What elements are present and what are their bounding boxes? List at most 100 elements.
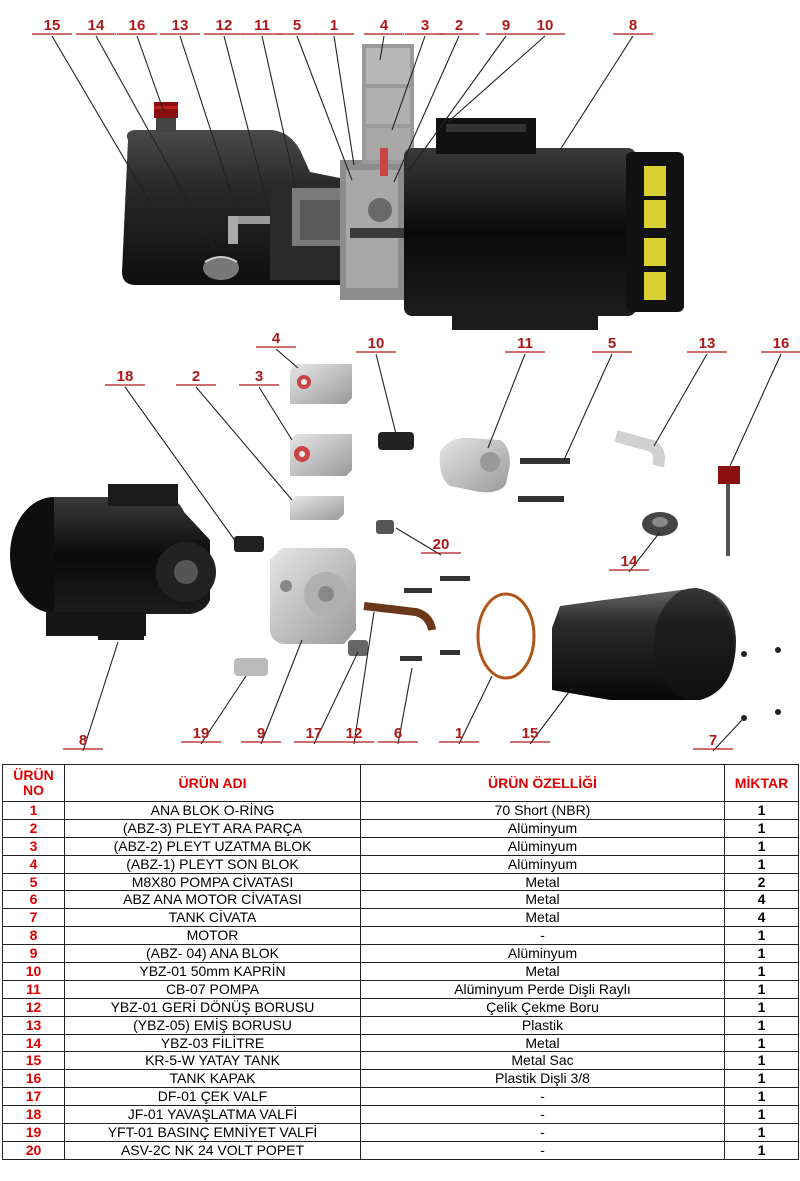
row-qty: 1: [724, 1140, 799, 1160]
callout-leader: [395, 527, 442, 556]
callout-leader: [333, 35, 355, 166]
row-qty: 1: [724, 801, 799, 820]
row-name: MOTOR: [64, 926, 361, 946]
assembled-unit: [122, 44, 684, 330]
row-name: (ABZ- 04) ANA BLOK: [64, 944, 361, 964]
return-pipe: [363, 602, 436, 631]
callout-leader: [136, 35, 165, 113]
row-name: CB-07 POMPA: [64, 979, 361, 999]
row-name: (ABZ-1) PLEYT SON BLOK: [64, 854, 361, 874]
exploded-parts: [10, 364, 781, 721]
callout-label: 19: [193, 725, 210, 742]
callout-leader: [258, 386, 293, 441]
row-qty: 1: [724, 1069, 799, 1089]
row-no: 12: [2, 997, 65, 1017]
row-spec: Alüminyum: [360, 818, 725, 838]
callout-label: 16: [129, 17, 146, 34]
plate-block-3: [290, 434, 352, 476]
row-name: TANK KAPAK: [64, 1069, 361, 1089]
callout-leader: [296, 35, 353, 181]
row-name: JF-01 YAVAŞLATMA VALFİ: [64, 1105, 361, 1125]
callout-leader: [313, 651, 359, 745]
popet-valve: [376, 520, 394, 534]
callout-label: 1: [330, 17, 338, 34]
motor-exploded: [10, 484, 216, 640]
plate-block-2: [290, 496, 344, 520]
row-qty: 1: [724, 1033, 799, 1053]
row-name: ASV-2C NK 24 VOLT POPET: [64, 1140, 361, 1160]
callout-label: 15: [522, 725, 539, 742]
row-name: (YBZ-05) EMİŞ BORUSU: [64, 1015, 361, 1035]
callout-leader: [653, 353, 708, 447]
callout-leader: [223, 35, 271, 215]
callout-label: 12: [346, 725, 363, 742]
row-name: KR-5-W YATAY TANK: [64, 1051, 361, 1071]
row-spec: Metal: [360, 962, 725, 981]
callout-label: 1: [455, 725, 463, 742]
callout-leader: [447, 35, 546, 123]
callout-label: 9: [257, 725, 265, 742]
row-spec: -: [360, 1105, 725, 1125]
callout-label: 20: [433, 536, 450, 553]
callout-leader: [529, 687, 573, 745]
row-spec: Alüminyum: [360, 836, 725, 856]
row-name: YBZ-03 FİLİTRE: [64, 1033, 361, 1053]
row-qty: 1: [724, 1087, 799, 1107]
row-spec: Alüminyum: [360, 854, 725, 874]
callout-leader: [563, 353, 613, 461]
row-qty: 1: [724, 818, 799, 838]
callout-label: 14: [88, 17, 105, 34]
row-name: (ABZ-2) PLEYT UZATMA BLOK: [64, 836, 361, 856]
callout-leader: [200, 675, 247, 745]
row-no: 7: [2, 908, 65, 928]
row-no: 18: [2, 1105, 65, 1125]
callout-leader: [353, 611, 375, 745]
header-spec: ÜRÜN ÖZELLİĞİ: [360, 764, 725, 802]
motor-body: [404, 148, 636, 316]
callout-label: 13: [699, 335, 716, 352]
row-spec: -: [360, 1140, 725, 1160]
callout-leader: [712, 719, 743, 752]
row-spec: Çelik Çekme Boru: [360, 997, 725, 1017]
row-qty: 1: [724, 1123, 799, 1142]
motor-foot: [452, 312, 598, 330]
row-spec: Metal: [360, 872, 725, 892]
row-no: 11: [2, 979, 65, 999]
callout-leader: [391, 35, 426, 131]
callout-label: 11: [254, 17, 270, 34]
callout-leader: [375, 353, 397, 435]
row-no: 8: [2, 926, 65, 946]
callout-leader: [628, 531, 661, 573]
tank-cap-exploded: [718, 466, 740, 484]
callout-leader: [261, 35, 297, 189]
callout-label: 10: [537, 17, 554, 34]
row-qty: 1: [724, 944, 799, 964]
callout-label: 9: [502, 17, 510, 34]
row-qty: 1: [724, 926, 799, 946]
row-qty: 1: [724, 836, 799, 856]
row-qty: 1: [724, 997, 799, 1017]
table-header-row: ÜRÜN NO ÜRÜN ADI ÜRÜN ÖZELLİĞİ MİKTAR: [2, 764, 799, 802]
callout-label: 4: [272, 330, 281, 347]
row-name: YBZ-01 GERİ DÖNÜŞ BORUSU: [64, 997, 361, 1017]
callout-leader: [195, 386, 293, 501]
row-no: 2: [2, 818, 65, 838]
row-no: 19: [2, 1123, 65, 1142]
row-name: (ABZ-3) PLEYT ARA PARÇA: [64, 818, 361, 838]
row-qty: 1: [724, 854, 799, 874]
callout-label: 12: [216, 17, 233, 34]
header-qty: MİKTAR: [724, 764, 799, 802]
tank-cap: [154, 102, 178, 118]
row-spec: Alüminyum Perde Dişli Raylı: [360, 979, 725, 999]
row-no: 13: [2, 1015, 65, 1035]
